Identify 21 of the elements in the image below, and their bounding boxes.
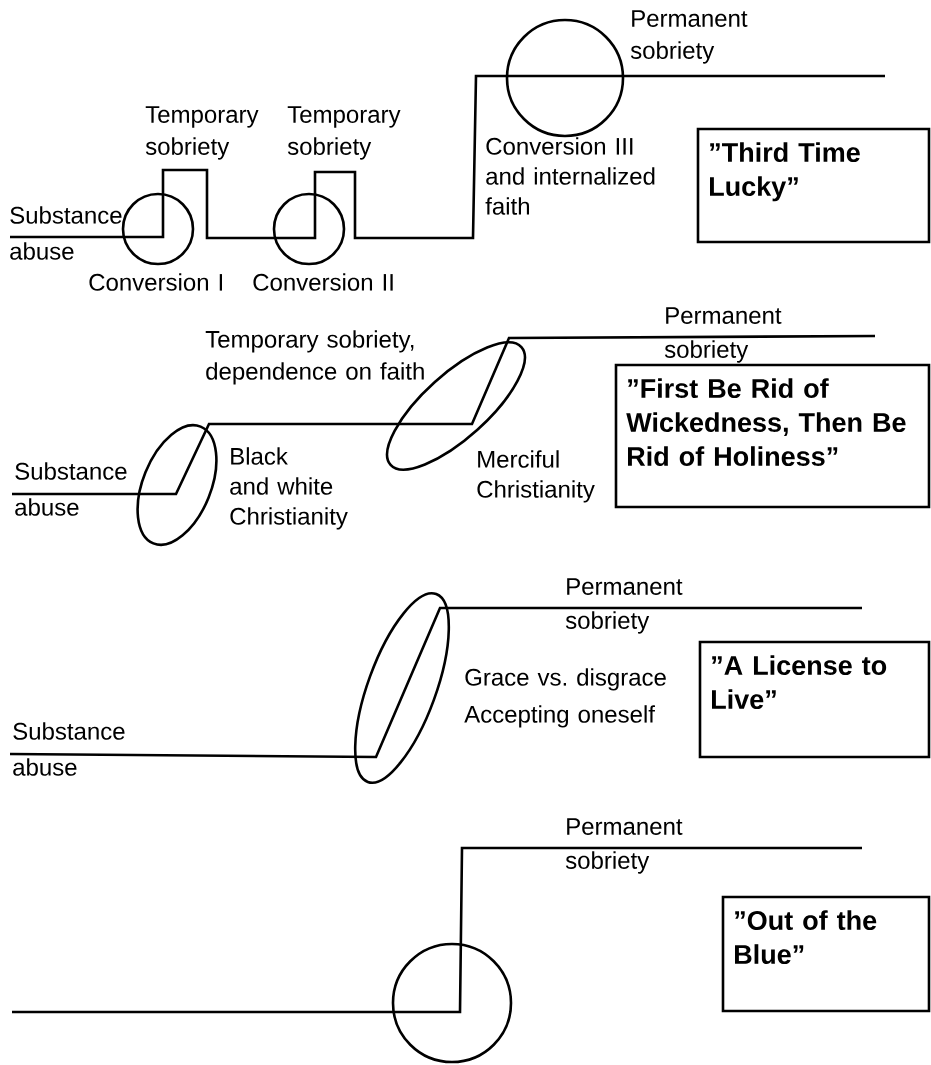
circle xyxy=(272,192,346,266)
stage-label: Black and white Christianity xyxy=(230,447,348,530)
phase-label: Temporary sobriety, dependence on faith xyxy=(205,330,424,385)
circle xyxy=(121,192,195,266)
stage-label: Accepting oneself xyxy=(464,705,655,728)
phase-label: Substance abuse xyxy=(13,722,125,776)
title-box: ”Third Time Lucky” xyxy=(696,127,931,244)
title-box: ”A License to Live” xyxy=(698,640,931,759)
title-box: ”First Be Rid of Wickedness, Then Be Rid of Holiness” xyxy=(614,363,931,509)
stage-label: Conversion I xyxy=(89,273,222,291)
phase-label: Permanent sobriety xyxy=(565,578,683,634)
phase-label: Permanent sobriety xyxy=(565,818,683,874)
stage-label: Merciful Christianity xyxy=(477,450,595,503)
phase-label: Temporary sobriety xyxy=(145,106,259,160)
title-box: ”Out of the Blue” xyxy=(721,895,931,1013)
circle xyxy=(505,18,625,138)
stage-label: Grace vs. disgrace xyxy=(465,668,666,691)
stage-label: Conversion II xyxy=(253,273,393,291)
phase-label: Permanent sobriety xyxy=(664,307,782,363)
stage-label: Conversion III and internalized faith xyxy=(485,137,655,215)
circle xyxy=(391,942,513,1064)
